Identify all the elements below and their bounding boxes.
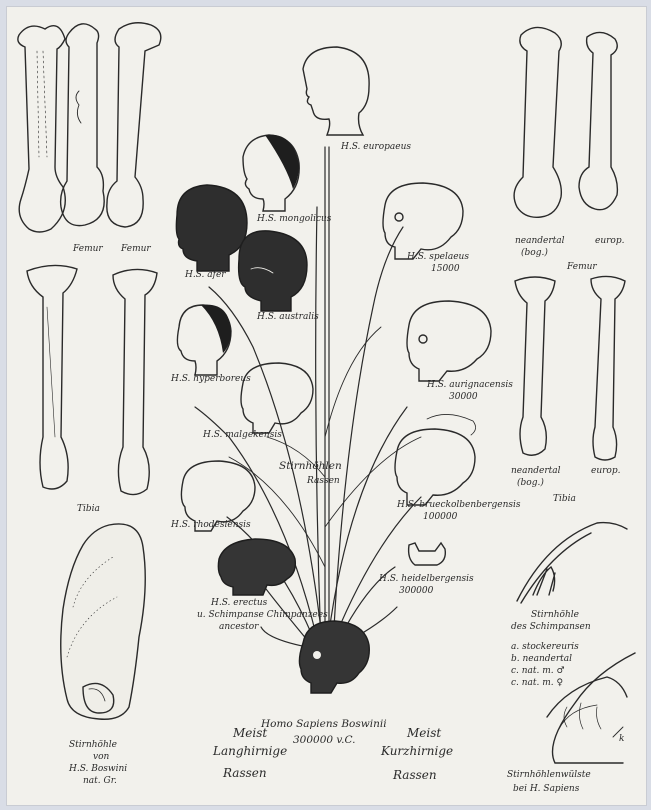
legend-c: c. nat. m. ♂ <box>511 667 565 676</box>
label-aurignacensis-date: 30000 <box>449 393 478 402</box>
label-hyperboreus: H.S. hyperboreus <box>171 375 251 384</box>
label-heidelbergensis-date: 300000 <box>399 587 433 596</box>
stem-skull <box>299 621 369 693</box>
mongolicus-head <box>243 135 299 211</box>
label-tibia-right: Tibia <box>553 495 576 504</box>
label-malgekensis: H.S. malgekensis <box>203 431 282 440</box>
afer-head <box>176 185 247 271</box>
brueckolbenbergensis-skull <box>395 414 476 505</box>
left-caption-3: Rassen <box>223 767 267 779</box>
label-brueckolbenbergensis: H.S. brueckolbenbergensis <box>397 501 521 510</box>
label-heidelbergensis: H.S. heidelbergensis <box>379 575 474 584</box>
right-caption-2: Kurzhirnige <box>381 745 453 757</box>
left-tibia-pair <box>27 265 157 494</box>
label-afer: H.S. afer <box>185 271 226 280</box>
specimen-caption-2: von <box>93 753 109 762</box>
legend-k: k <box>619 735 624 744</box>
right-femur-pair <box>514 27 617 217</box>
specimen-caption-3: H.S. Boswini <box>69 765 127 774</box>
right-tibia-pair <box>515 276 625 460</box>
label-femur-r-europ: europ. <box>595 237 624 246</box>
specimen-caption-1: Stirnhöhle <box>69 741 117 750</box>
label-tibia-r-neand-sub: (bog.) <box>517 479 544 488</box>
label-tibia-r-europ: europ. <box>591 467 620 476</box>
label-australis: H.S. australis <box>257 313 319 322</box>
aurignacensis-skull <box>407 301 491 381</box>
sapiens-caption-2: bei H. Sapiens <box>513 785 579 794</box>
malgekensis-skull <box>241 363 313 433</box>
right-caption-3: Rassen <box>393 769 437 781</box>
label-femur-left-b: Femur <box>121 245 151 254</box>
label-erectus-line2: u. Schimpanse Chimpanzees <box>197 611 328 620</box>
specimen-caption-4: nat. Gr. <box>83 777 117 786</box>
right-caption-1: Meist <box>407 727 441 739</box>
label-femur-r-neand: neandertal <box>515 237 565 246</box>
heidelbergensis-jaw <box>409 543 446 565</box>
label-erectus: H.S. erectus <box>211 599 267 608</box>
diagram-sheet: H.S. europaeus H.S. mongolicus H.S. spel… <box>6 6 647 806</box>
legend-a: a. stockereuris <box>511 643 579 652</box>
chimp-caption-2: des Schimpansen <box>511 623 591 632</box>
label-europaeus: H.S. europaeus <box>341 143 411 152</box>
frontal-sinus-specimen <box>61 524 146 719</box>
stem-title: Homo Sapiens Boswinii <box>261 719 387 730</box>
legend-b: b. neandertal <box>511 655 572 664</box>
stem-date: 300000 v.C. <box>293 735 355 746</box>
label-mongolicus: H.S. mongolicus <box>257 215 331 224</box>
label-spelaeus: H.S. spelaeus <box>407 253 469 262</box>
label-erectus-line3: ancestor <box>219 623 259 632</box>
erectus-skull <box>218 539 295 595</box>
legend-d: c. nat. m. ♀ <box>511 679 563 688</box>
label-femur-r-neand-sub: (bog.) <box>521 249 548 258</box>
sapiens-caption-1: Stirnhöhlenwülste <box>507 771 591 780</box>
left-femur-pair <box>18 23 161 232</box>
label-stirnhoehlen: Stirnhöhlen <box>279 461 342 472</box>
label-brueckolbenbergensis-date: 100000 <box>423 513 457 522</box>
label-femur-right: Femur <box>567 263 597 272</box>
left-caption-1: Meist <box>233 727 267 739</box>
spelaeus-skull <box>383 183 463 259</box>
label-tibia-r-neand: neandertal <box>511 467 561 476</box>
left-caption-2: Langhirnige <box>213 745 287 757</box>
label-rhodesiensis: H.S. rhodesiensis <box>171 521 251 530</box>
label-femur-left-a: Femur <box>73 245 103 254</box>
hyperboreus-head <box>177 305 231 375</box>
label-rassen-tree: Rassen <box>307 477 340 486</box>
chimpanzee-sinus-drawing <box>517 523 627 603</box>
label-spelaeus-date: 15000 <box>431 265 460 274</box>
chimp-caption-1: Stirnhöhle <box>531 611 579 620</box>
australis-head <box>239 231 307 311</box>
label-tibia-left: Tibia <box>77 505 100 514</box>
europaeus-head <box>303 47 369 135</box>
label-aurignacensis: H.S. aurignacensis <box>427 381 513 390</box>
